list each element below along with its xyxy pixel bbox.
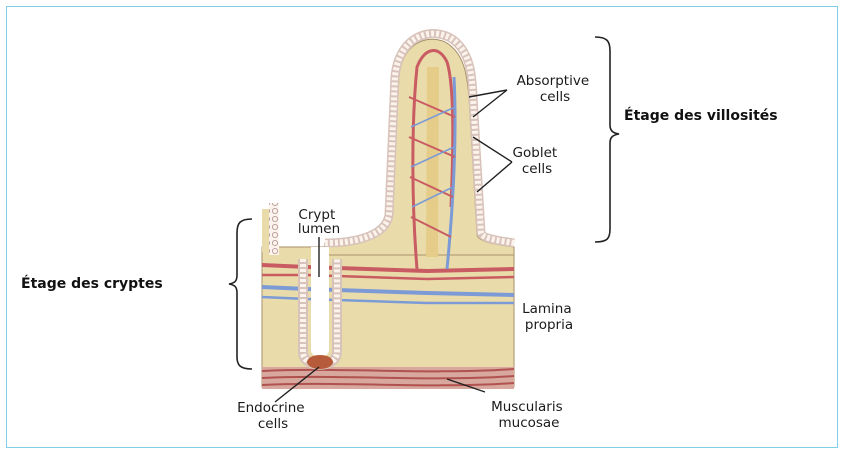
crypts-bracket	[229, 219, 252, 369]
endocrine-cells-label: Endocrine cells	[237, 400, 309, 432]
lamina-propria-label: Lamina propria	[522, 301, 576, 333]
crypt-lumen-label: Crypt lumen	[298, 207, 340, 237]
muscularis-mucosae-label: Muscularis mucosae	[491, 399, 567, 431]
crypts-section-label: Étage des cryptes	[21, 275, 163, 292]
villi-bracket	[595, 37, 619, 242]
muscularis-mucosae-band	[262, 367, 514, 389]
intestinal-mucosa-diagram: Absorptive cells Goblet cells Crypt lume…	[7, 7, 837, 447]
absorptive-cells-label: Absorptive cells	[517, 73, 594, 105]
villus-body	[325, 39, 514, 255]
goblet-cells-label: Goblet cells	[513, 145, 562, 177]
endocrine-cells-marker	[307, 355, 333, 369]
crypt-lumen	[311, 247, 329, 357]
villi-section-label: Étage des villosités	[624, 107, 778, 124]
epithelium-left	[269, 203, 279, 255]
diagram-frame: Absorptive cells Goblet cells Crypt lume…	[6, 6, 838, 448]
